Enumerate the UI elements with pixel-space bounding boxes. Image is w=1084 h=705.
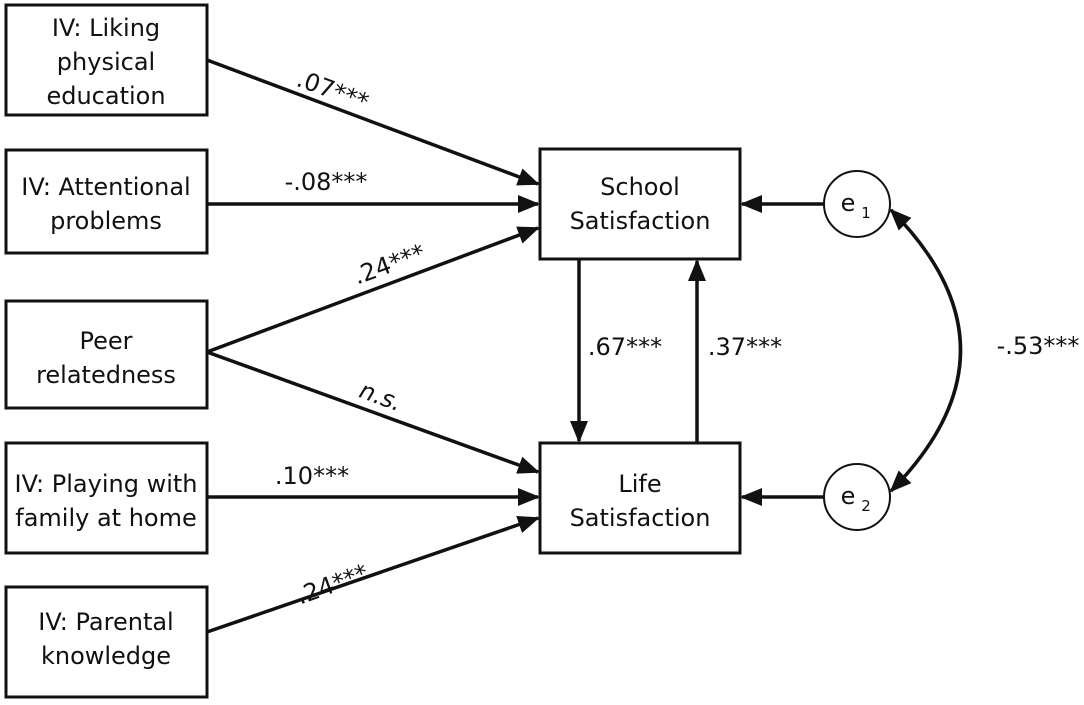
outcome-school-line2: Satisfaction — [570, 207, 711, 235]
outcome-life-line1: Life — [618, 470, 661, 498]
predictor-playing-family: IV: Playing with family at home — [4, 441, 209, 555]
predictor-peer-relatedness: Peer relatedness — [4, 299, 209, 410]
outcome-life-line2: Satisfaction — [570, 504, 711, 532]
predictor-liking-pe-line3: education — [46, 82, 165, 110]
coef-attention-school: -.08*** — [285, 168, 368, 196]
predictor-playing-line1: IV: Playing with — [15, 470, 198, 498]
coef-school-to-life: .67*** — [588, 333, 662, 361]
predictor-attentional-problems: IV: Attentional problems — [4, 148, 209, 255]
predictor-attentional-line1: IV: Attentional — [21, 173, 190, 201]
error-covariance-curve — [889, 208, 963, 493]
predictor-liking-pe-line2: physical — [57, 48, 155, 76]
error-e1-subscript: 1 — [861, 204, 871, 222]
path-parental-to-life — [206, 516, 540, 634]
outcome-school-satisfaction: School Satisfaction — [538, 147, 742, 261]
predictor-parental-line2: knowledge — [41, 642, 171, 670]
predictor-liking-pe: IV: Liking physical education — [4, 3, 209, 117]
path-peer-to-life — [206, 350, 540, 474]
coef-parental-life: .24*** — [293, 559, 372, 611]
predictor-parental-knowledge: IV: Parental knowledge — [4, 585, 209, 699]
predictor-parental-line1: IV: Parental — [38, 608, 173, 636]
error-e2-base: e — [841, 482, 856, 510]
predictor-peer-line2: relatedness — [36, 361, 176, 389]
outcome-school-line1: School — [600, 173, 680, 201]
predictor-attentional-line2: problems — [50, 207, 162, 235]
path-liking-to-school — [206, 58, 540, 186]
error-term-e1: e 1 — [823, 170, 891, 238]
predictor-playing-line2: family at home — [15, 504, 197, 532]
predictor-liking-pe-line1: IV: Liking — [52, 14, 160, 42]
path-peer-to-school — [206, 226, 540, 354]
predictor-peer-line1: Peer — [79, 327, 132, 355]
outcome-life-satisfaction: Life Satisfaction — [538, 441, 742, 555]
error-e2-subscript: 2 — [861, 497, 871, 515]
error-term-e2: e 2 — [823, 463, 891, 531]
coef-life-to-school: .37*** — [708, 333, 782, 361]
coef-peer-life: n.s. — [356, 376, 406, 417]
coef-playing-life: .10*** — [275, 462, 349, 490]
error-e1-base: e — [841, 189, 856, 217]
coef-error-covariance: -.53*** — [997, 332, 1080, 360]
